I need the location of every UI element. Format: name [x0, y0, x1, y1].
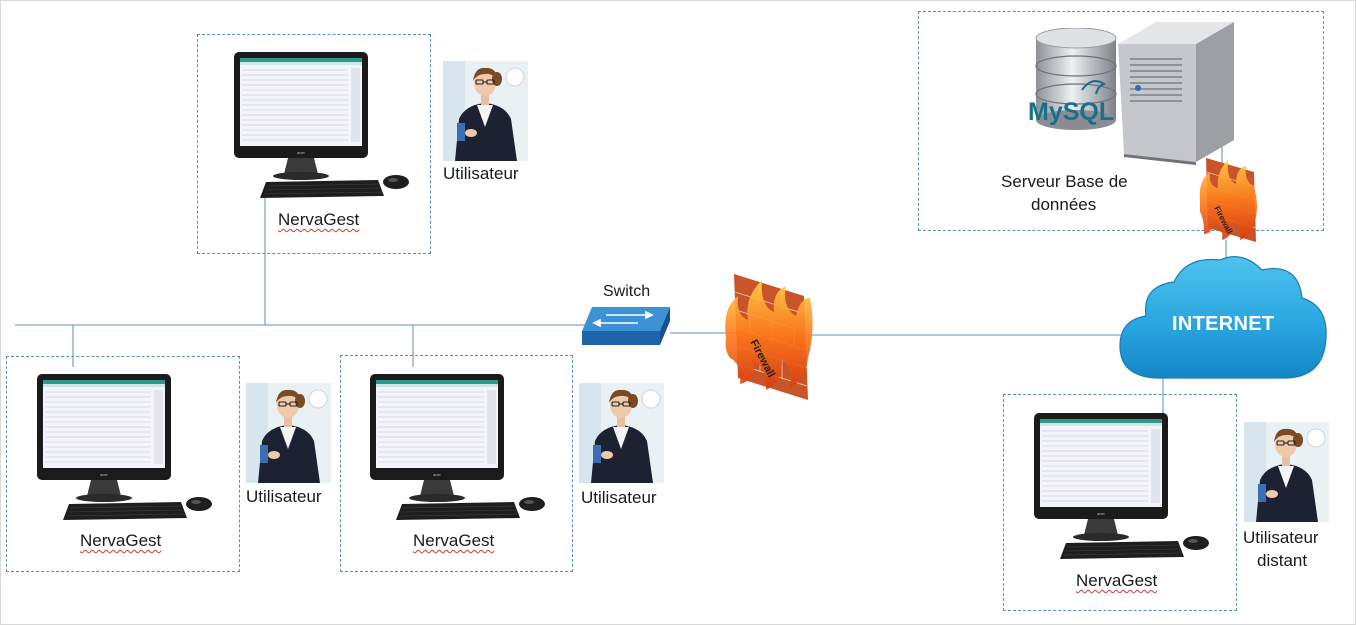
firewall-icon: Firewall: [725, 274, 813, 400]
client-group-left: [6, 356, 240, 572]
switch-label: Switch: [603, 283, 651, 300]
client-label-remote: NervaGest: [1076, 571, 1158, 590]
firewall-main: Firewall: [720, 268, 816, 409]
monitor-brand: acer: [1097, 511, 1105, 516]
remote-user-label-line2: distant: [1257, 551, 1308, 570]
firewall-icon: Firewall: [1199, 158, 1257, 242]
user-label-top: Utilisateur: [443, 164, 519, 183]
businesswoman-icon: [443, 61, 528, 161]
firewall-server: Firewall: [1196, 154, 1262, 251]
database-icon: MySQL: [1028, 27, 1117, 130]
user-photo-left: [246, 383, 331, 488]
server-label-line2: données: [1031, 195, 1097, 214]
businesswoman-icon: [579, 383, 664, 483]
server-group: [918, 11, 1324, 231]
user-photo-top: [443, 61, 528, 166]
businesswoman-icon: [1244, 422, 1329, 522]
internet-label: INTERNET: [1172, 313, 1275, 335]
user-label-middle: Utilisateur: [581, 488, 657, 507]
network-switch: [580, 305, 672, 352]
computer-top: acer: [228, 52, 414, 209]
computer-left: acer: [31, 374, 217, 531]
computer-middle: acer: [364, 374, 550, 531]
remote-client-group: [1003, 394, 1237, 611]
monitor-brand: acer: [100, 472, 108, 477]
user-photo-remote: [1244, 422, 1329, 527]
mysql-database: MySQL: [1026, 27, 1122, 137]
all-in-one-computer-icon: acer: [1034, 413, 1209, 559]
client-label-left: NervaGest: [80, 531, 162, 550]
server-tower: [1116, 18, 1240, 171]
businesswoman-icon: [246, 383, 331, 483]
mysql-logo: MySQL: [1028, 98, 1114, 126]
switch-icon: [582, 307, 670, 345]
server-label-line1: Serveur Base de: [1001, 172, 1128, 191]
monitor-brand: acer: [433, 472, 441, 477]
user-photo-middle: [579, 383, 664, 488]
client-group-middle: [340, 355, 573, 572]
monitor-brand: acer: [297, 150, 305, 155]
client-label-middle: NervaGest: [413, 531, 495, 550]
server-icon: [1118, 22, 1234, 165]
cloud-icon: [1119, 256, 1327, 379]
all-in-one-computer-icon: acer: [234, 52, 409, 198]
client-label-top: NervaGest: [278, 210, 360, 229]
client-group-top: [197, 34, 431, 254]
all-in-one-computer-icon: acer: [37, 374, 212, 520]
internet-cloud: INTERNET: [1116, 250, 1330, 389]
user-label-left: Utilisateur: [246, 487, 322, 506]
computer-remote: acer: [1028, 413, 1214, 570]
remote-user-label-line1: Utilisateur: [1243, 528, 1319, 547]
all-in-one-computer-icon: acer: [370, 374, 545, 520]
